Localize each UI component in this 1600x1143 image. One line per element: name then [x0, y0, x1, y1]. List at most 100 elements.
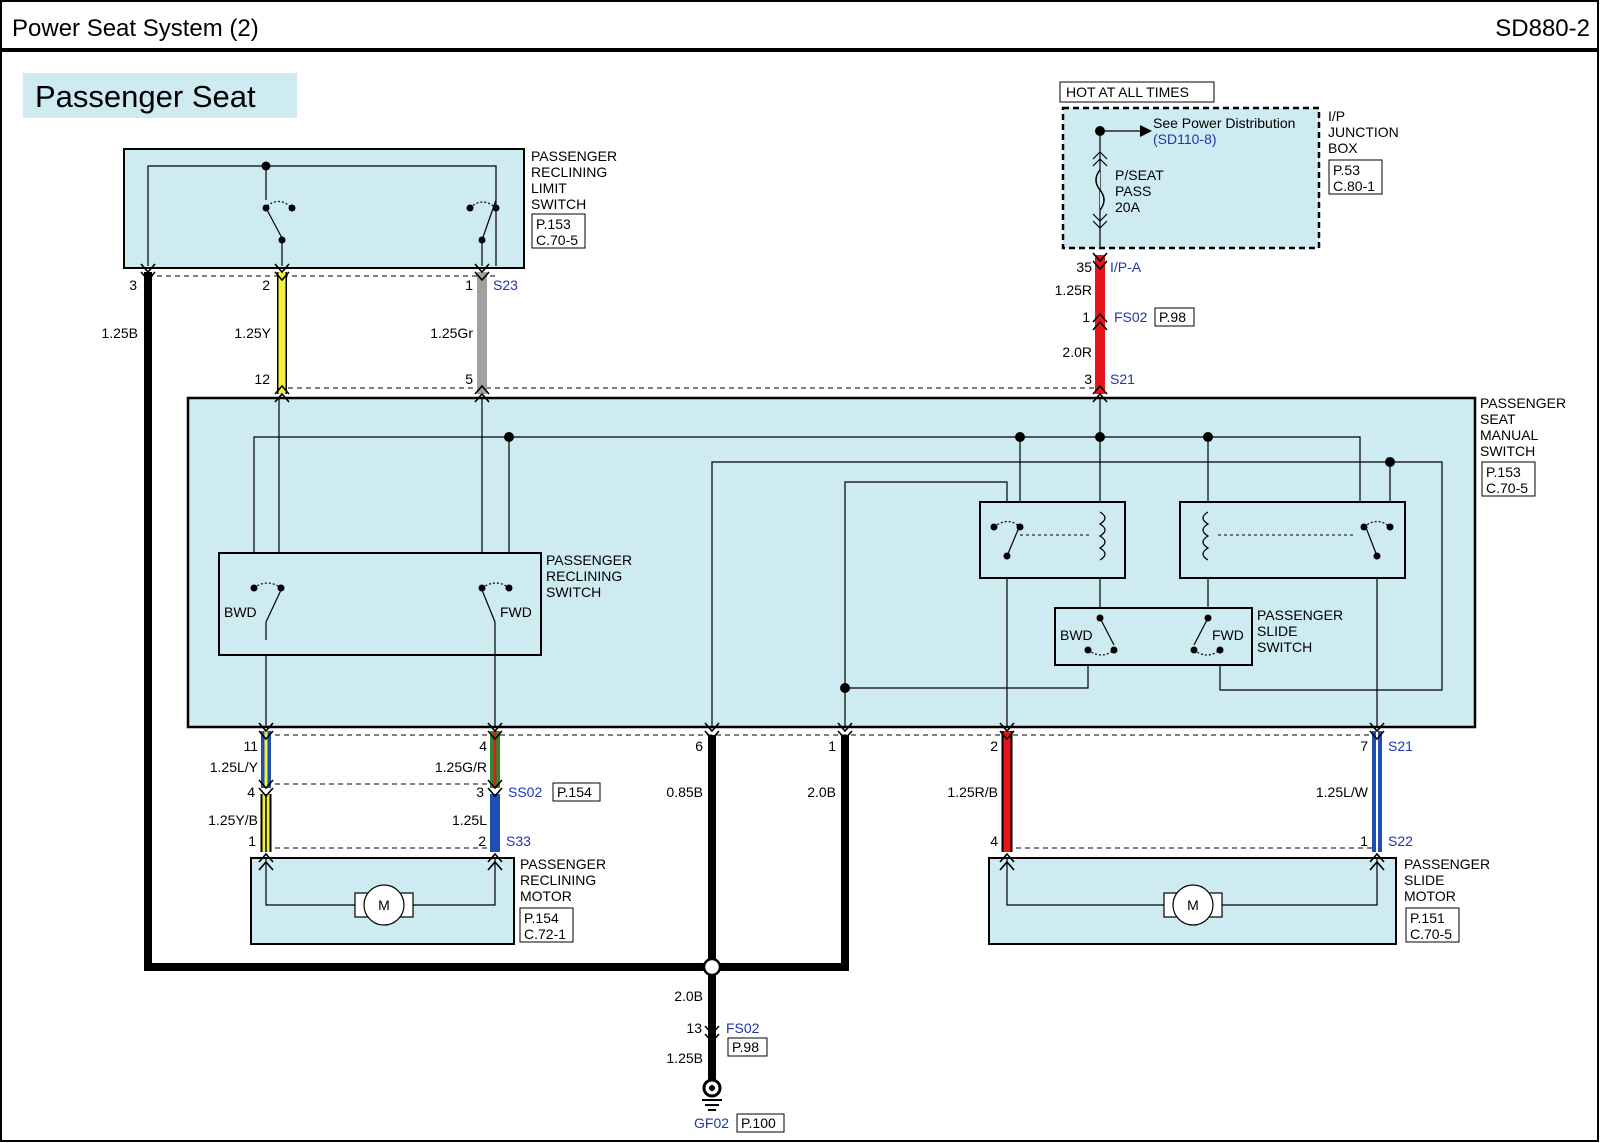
connector-dashes — [148, 275, 1377, 849]
svg-text:P.98: P.98 — [732, 1039, 759, 1055]
svg-text:(SD110-8): (SD110-8) — [1153, 131, 1217, 147]
svg-text:See Power Distribution: See Power Distribution — [1153, 115, 1295, 131]
pin-numbers: 3 2 1 35 1 12 5 3 11 4 6 1 2 7 4 3 1 2 4… — [129, 259, 1368, 1036]
svg-text:2: 2 — [990, 738, 998, 754]
svg-text:2: 2 — [478, 833, 486, 849]
svg-text:P.53: P.53 — [1333, 162, 1360, 178]
svg-text:2: 2 — [262, 277, 270, 293]
svg-text:S33: S33 — [506, 833, 531, 849]
connector-ids: S23 I/P-A FS02 S21 S21 SS02 S33 S22 FS02… — [493, 259, 1413, 1131]
svg-text:4: 4 — [247, 784, 255, 800]
svg-text:C.72-1: C.72-1 — [524, 926, 566, 942]
svg-text:PASS: PASS — [1115, 183, 1151, 199]
svg-text:I/P: I/P — [1328, 108, 1345, 124]
svg-text:SWITCH: SWITCH — [1257, 639, 1312, 655]
slide-switch — [1054, 607, 1253, 666]
svg-text:PASSENGER: PASSENGER — [546, 552, 632, 568]
svg-text:C.70-5: C.70-5 — [1486, 480, 1528, 496]
component-labels: PASSENGER RECLINING LIMIT SWITCH I/P JUN… — [224, 108, 1566, 913]
limit-switch — [123, 148, 525, 269]
svg-text:PASSENGER: PASSENGER — [531, 148, 617, 164]
svg-text:SLIDE: SLIDE — [1257, 623, 1297, 639]
svg-text:FWD: FWD — [1212, 627, 1244, 643]
svg-text:P.153: P.153 — [536, 216, 571, 232]
svg-text:PASSENGER: PASSENGER — [1257, 607, 1343, 623]
svg-text:1.25R: 1.25R — [1055, 282, 1092, 298]
svg-text:P/SEAT: P/SEAT — [1115, 167, 1164, 183]
svg-text:2.0R: 2.0R — [1062, 344, 1092, 360]
svg-text:C.70-5: C.70-5 — [1410, 926, 1452, 942]
svg-text:S21: S21 — [1110, 371, 1135, 387]
reference-boxes: P.153 C.70-5 HOT AT ALL TIMES P.53 C.80-… — [519, 81, 1536, 1133]
page-title: Power Seat System (2) — [12, 15, 259, 42]
wires — [144, 255, 1382, 1082]
svg-text:SWITCH: SWITCH — [1480, 443, 1535, 459]
svg-text:FS02: FS02 — [726, 1020, 760, 1036]
svg-text:4: 4 — [990, 833, 998, 849]
svg-text:1.25L/Y: 1.25L/Y — [210, 759, 259, 775]
svg-text:GF02: GF02 — [694, 1115, 729, 1131]
ground-icon — [702, 1078, 722, 1111]
svg-text:1.25G/R: 1.25G/R — [435, 759, 487, 775]
svg-text:6: 6 — [695, 738, 703, 754]
svg-text:MOTOR: MOTOR — [1404, 888, 1456, 904]
page-code: SD880-2 — [1495, 15, 1590, 42]
svg-text:1.25L/W: 1.25L/W — [1316, 784, 1369, 800]
svg-text:SEAT: SEAT — [1480, 411, 1516, 427]
svg-text:7: 7 — [1360, 738, 1368, 754]
svg-text:SWITCH: SWITCH — [531, 196, 586, 212]
svg-text:1.25Y: 1.25Y — [234, 325, 271, 341]
svg-text:3: 3 — [129, 277, 137, 293]
svg-text:S22: S22 — [1388, 833, 1413, 849]
svg-text:P.151: P.151 — [1410, 910, 1445, 926]
svg-text:RECLINING: RECLINING — [531, 164, 607, 180]
svg-text:13: 13 — [686, 1020, 702, 1036]
svg-text:JUNCTION: JUNCTION — [1328, 124, 1399, 140]
connector-chevrons — [140, 252, 1385, 1044]
svg-text:P.154: P.154 — [524, 910, 559, 926]
svg-text:BOX: BOX — [1328, 140, 1358, 156]
svg-text:1.25Y/B: 1.25Y/B — [208, 812, 258, 828]
svg-text:1: 1 — [248, 833, 256, 849]
reclining-switch — [218, 552, 542, 656]
relay-left — [979, 501, 1126, 579]
svg-text:M: M — [378, 897, 390, 913]
svg-text:5: 5 — [465, 371, 473, 387]
svg-text:BWD: BWD — [1060, 627, 1093, 643]
svg-text:P.153: P.153 — [1486, 464, 1521, 480]
svg-text:1: 1 — [1082, 309, 1090, 325]
svg-text:RECLINING: RECLINING — [520, 872, 596, 888]
svg-text:1.25L: 1.25L — [452, 812, 487, 828]
svg-text:SS02: SS02 — [508, 784, 542, 800]
svg-text:P.154: P.154 — [557, 784, 592, 800]
svg-text:1.25Gr: 1.25Gr — [430, 325, 473, 341]
svg-text:HOT AT ALL TIMES: HOT AT ALL TIMES — [1066, 84, 1189, 100]
section-title: Passenger Seat — [35, 79, 256, 114]
svg-text:S21: S21 — [1388, 738, 1413, 754]
svg-text:PASSENGER: PASSENGER — [1404, 856, 1490, 872]
svg-text:PASSENGER: PASSENGER — [520, 856, 606, 872]
svg-text:1.25B: 1.25B — [666, 1050, 703, 1066]
svg-text:20A: 20A — [1115, 199, 1141, 215]
svg-text:1: 1 — [465, 277, 473, 293]
svg-text:1.25R/B: 1.25R/B — [947, 784, 998, 800]
wire-labels: 1.25B 1.25Y 1.25Gr 1.25R 2.0R 1.25L/Y 1.… — [101, 282, 1368, 1066]
svg-text:FWD: FWD — [500, 604, 532, 620]
svg-text:0.85B: 0.85B — [666, 784, 703, 800]
svg-text:3: 3 — [1084, 371, 1092, 387]
svg-text:SWITCH: SWITCH — [546, 584, 601, 600]
svg-text:C.80-1: C.80-1 — [1333, 178, 1375, 194]
svg-text:I/P-A: I/P-A — [1110, 259, 1142, 275]
splice-point — [702, 957, 722, 977]
svg-text:RECLINING: RECLINING — [546, 568, 622, 584]
reclining-motor — [250, 857, 515, 945]
svg-text:1: 1 — [1360, 833, 1368, 849]
junction-box — [1061, 106, 1321, 250]
section-title-bg — [23, 73, 297, 118]
svg-text:P.100: P.100 — [741, 1115, 776, 1131]
svg-text:MANUAL: MANUAL — [1480, 427, 1539, 443]
svg-text:FS02: FS02 — [1114, 309, 1148, 325]
svg-text:MOTOR: MOTOR — [520, 888, 572, 904]
